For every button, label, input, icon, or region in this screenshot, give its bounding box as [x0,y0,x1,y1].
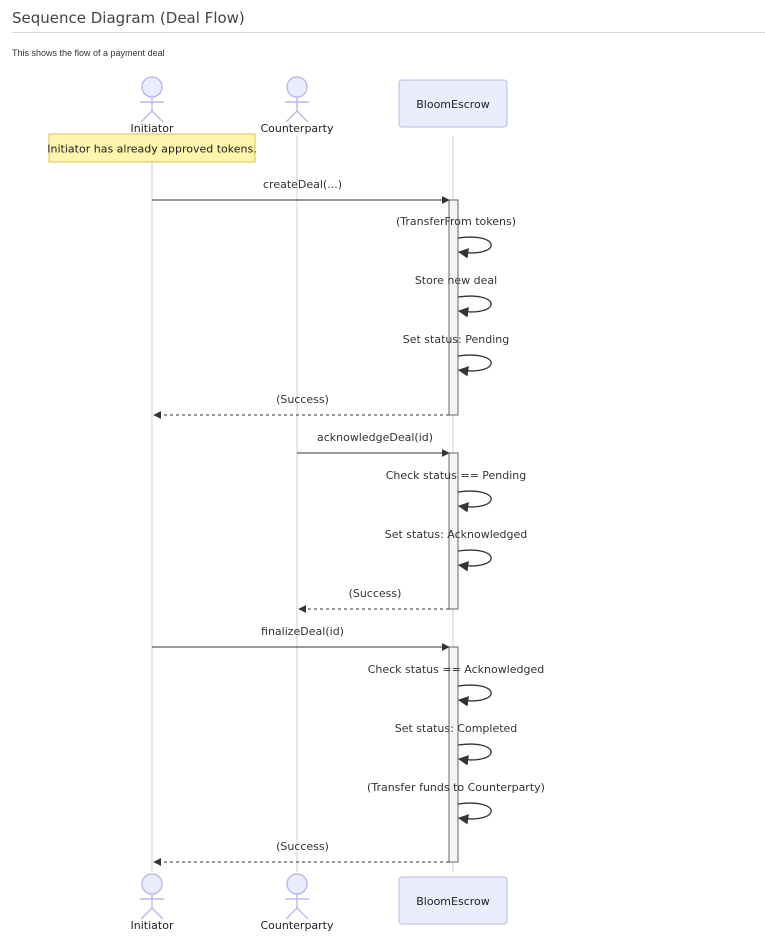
message-11: Check status == Acknowledged [368,663,545,707]
self-message-arrow [457,549,492,572]
message-7: Check status == Pending [386,469,527,513]
message-label: (Transfer funds to Counterparty) [367,781,545,794]
participant-label: BloomEscrow [416,98,490,111]
title-divider [12,32,765,33]
message-9: (Success) [298,587,449,613]
actor-leg-right-icon [151,110,164,123]
participant-escrow-top[interactable]: BloomEscrow [398,79,508,128]
participant-initiator-top[interactable]: Initiator [131,76,174,135]
message-6: acknowledgeDeal(id) [297,431,450,457]
message-label: Set status: Acknowledged [385,528,528,541]
message-12: Set status: Completed [395,722,518,766]
participant-counterparty-bottom[interactable]: Counterparty [260,873,334,932]
actor-head-icon [141,873,163,895]
self-message-arrow [457,743,492,766]
actor-head-icon [286,873,308,895]
message-label: Check status == Pending [386,469,527,482]
actor-head-icon [286,76,308,98]
message-label: acknowledgeDeal(id) [317,431,433,444]
participant-label: Initiator [131,122,174,135]
participant-box [398,79,508,128]
participant-label: BloomEscrow [416,895,490,908]
message-label: Check status == Acknowledged [368,663,545,676]
actor-leg-left-icon [285,110,298,123]
self-message-arrow [457,354,492,377]
page-title: Sequence Diagram (Deal Flow) [12,9,245,27]
self-message-arrow [457,684,492,707]
actor-leg-left-icon [140,907,153,920]
note: Initiator has already approved tokens. [47,133,257,163]
actor-leg-right-icon [151,907,164,920]
message-4: Set status: Pending [403,333,510,377]
participant-label: Counterparty [260,122,334,135]
message-8: Set status: Acknowledged [385,528,528,572]
message-2: (TransferFrom tokens) [396,215,516,259]
message-label: (TransferFrom tokens) [396,215,516,228]
self-message-arrow [457,490,492,513]
participant-label: Counterparty [260,919,334,932]
message-label: Store new deal [415,274,497,287]
activation-box-1 [448,199,459,416]
self-message-arrow [457,236,492,259]
participant-initiator-bottom[interactable]: Initiator [131,873,174,932]
message-13: (Transfer funds to Counterparty) [367,781,545,825]
message-1: createDeal(...) [152,178,450,204]
message-label: Set status: Completed [395,722,518,735]
message-label: finalizeDeal(id) [261,625,344,638]
participant-escrow-bottom[interactable]: BloomEscrow [398,876,508,925]
participant-label: Initiator [131,919,174,932]
participant-box [398,876,508,925]
message-label: Set status: Pending [403,333,510,346]
message-10: finalizeDeal(id) [152,625,450,651]
actor-leg-left-icon [285,907,298,920]
activation-box-3 [448,646,459,863]
message-3: Store new deal [415,274,497,318]
actor-leg-right-icon [296,907,309,920]
message-label: createDeal(...) [263,178,342,191]
actor-head-icon [141,76,163,98]
actor-leg-left-icon [140,110,153,123]
self-message-arrow [457,802,492,825]
participant-counterparty-top[interactable]: Counterparty [260,76,334,135]
note-box [48,133,256,163]
actor-leg-right-icon [296,110,309,123]
note-text: Initiator has already approved tokens. [47,143,256,156]
self-message-arrow [457,295,492,318]
message-label: (Success) [276,393,329,406]
page-description: This shows the flow of a payment deal [12,48,165,58]
message-label: (Success) [276,840,329,853]
message-5: (Success) [153,393,449,419]
message-14: (Success) [153,840,449,866]
activation-box-2 [448,452,459,610]
message-label: (Success) [349,587,402,600]
